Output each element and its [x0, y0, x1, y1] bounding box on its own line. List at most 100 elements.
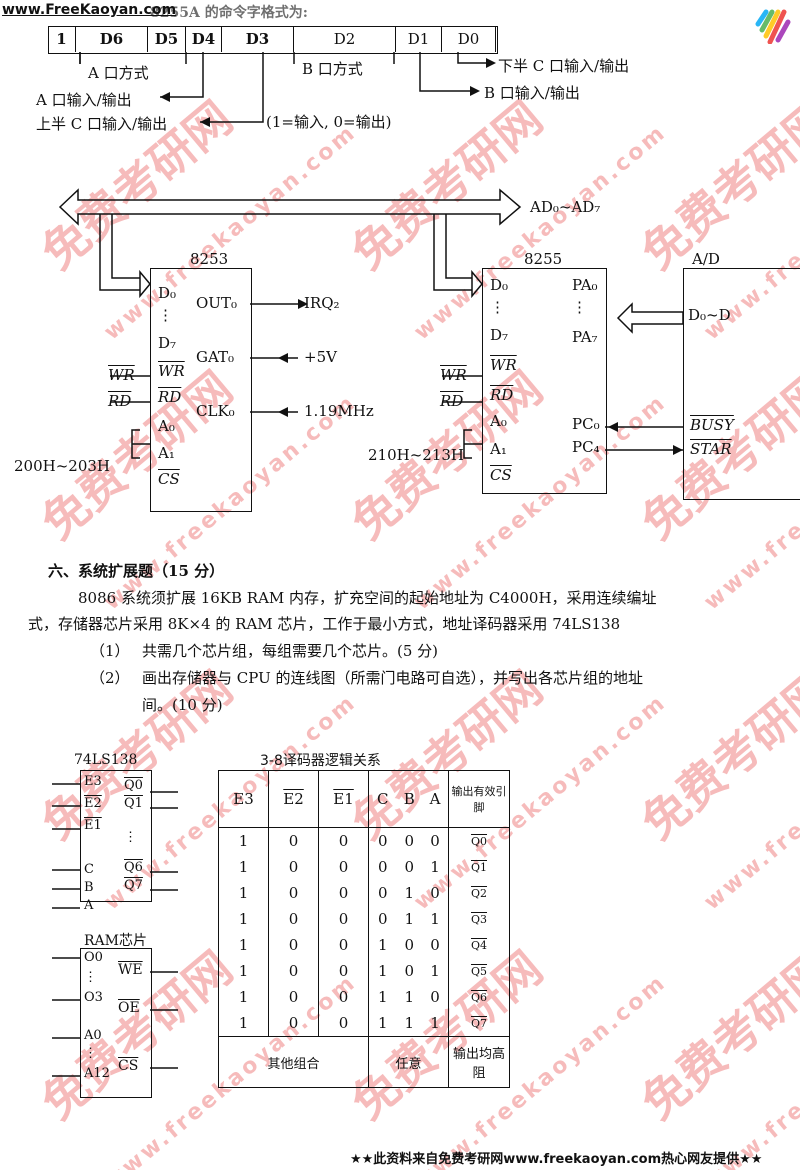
ad-pin-start: STAR	[690, 440, 732, 458]
ext-rd-8255: RD	[440, 392, 464, 410]
ls138-left-3: C	[84, 862, 94, 877]
c8255-left-pin-1: ⋮	[490, 298, 505, 316]
chip-74ls138	[80, 770, 152, 902]
table-cell: 1	[404, 884, 415, 902]
c8253-left-pin-0: D₀	[158, 284, 177, 302]
label-b-io: B 口输入/输出	[484, 84, 580, 102]
table-cell: 0	[268, 1010, 320, 1037]
ram-left-4: ⋮	[84, 1046, 97, 1061]
ls138-left-1: E2	[84, 796, 102, 811]
c8255-left-pin-2: D₇	[490, 326, 509, 344]
item-1-num: （1）	[90, 642, 130, 660]
c8255-left-pin-5: A₀	[490, 412, 507, 430]
label-a-io: A 口输入/输出	[36, 91, 132, 109]
ls138-left-4: B	[84, 880, 94, 895]
table-cell: 1	[422, 958, 450, 984]
table-cell: 0	[422, 932, 450, 958]
c8255-right-pin-1: ⋮	[572, 298, 587, 316]
addr-8253: 200H~203H	[14, 457, 110, 475]
ram-left-3: A0	[84, 1028, 102, 1043]
ls138-right-0: Q0	[124, 778, 143, 793]
table-cell: 0	[368, 906, 397, 932]
chip-ram	[80, 948, 152, 1098]
table-cell: 0	[422, 827, 450, 854]
c8253-left-pin-2: D₇	[158, 334, 177, 352]
footer-highz: 输出均高阻	[448, 1036, 510, 1088]
table-cell: Q5	[448, 958, 510, 984]
chip-ad	[683, 268, 800, 500]
ext-wr-8253: WR	[108, 366, 135, 384]
control-bit-d0: D0	[442, 26, 496, 52]
table-cell: 0	[318, 880, 370, 906]
th-output: 输出有效引脚	[448, 770, 510, 828]
c8255-left-pin-0: D₀	[490, 276, 509, 294]
table-cell: Q1	[448, 854, 510, 880]
control-bit-1: 1	[48, 26, 76, 52]
ram-left-5: A12	[84, 1066, 110, 1081]
ls138-right-3: Q6	[124, 860, 143, 875]
table-cell: 1	[217, 906, 270, 932]
label-b-mode: B 口方式	[302, 60, 363, 78]
ls138-left-5: A	[84, 898, 94, 913]
c8255-left-pin-7: CS	[490, 466, 512, 484]
c8253-left-pin-3: WR	[158, 362, 185, 380]
table-cell: 0	[318, 906, 370, 932]
table-cell: 0	[318, 1010, 370, 1037]
table-cell: 0	[422, 984, 450, 1010]
th-a: A	[422, 770, 450, 828]
control-bit-d2: D2	[294, 26, 396, 52]
ram-title: RAM芯片	[84, 933, 147, 949]
table-cell: Q4	[448, 932, 510, 958]
table-cell: 0	[318, 854, 370, 880]
c8253-left-pin-4: RD	[158, 388, 182, 406]
ls138-right-1: Q1	[124, 796, 143, 811]
table-cell: 1	[368, 984, 397, 1010]
table-cell: 1	[422, 906, 450, 932]
table-cell: 0	[268, 827, 320, 854]
question-heading: 六、系统扩展题（15 分）	[48, 562, 225, 580]
table-cell: 0	[368, 880, 397, 906]
table-cell: 0	[404, 936, 415, 954]
item-2-num: （2）	[90, 669, 130, 687]
ext-wr-8255: WR	[440, 366, 467, 384]
obscured-title: 8255A 的命令字格式为:	[150, 5, 308, 21]
ad-title: A/D	[692, 250, 720, 268]
ls138-title: 74LS138	[74, 752, 138, 768]
ram-left-1: ⋮	[84, 970, 97, 985]
table-cell: 0	[368, 827, 397, 854]
ram-right-1: OE	[118, 1000, 140, 1016]
c8255-left-pin-4: RD	[490, 386, 514, 404]
item-2-text: 画出存储器与 CPU 的连线图（所需门电路可自选），并写出各芯片组的地址	[142, 669, 643, 687]
table-cell: 0	[422, 880, 450, 906]
table-cell: Q7	[448, 1010, 510, 1037]
table-cell: 0	[318, 984, 370, 1010]
table-cell: Q3	[448, 906, 510, 932]
table-cell: 0	[318, 932, 370, 958]
c8255-right-pin-2: PA₇	[572, 328, 598, 346]
ram-left-0: O0	[84, 950, 103, 965]
ls138-right-4: Q7	[124, 878, 143, 893]
c8253-left-pin-5: A₀	[158, 417, 175, 435]
table-cell: Q0	[448, 827, 510, 854]
table-cell: 1	[404, 910, 415, 928]
label-io-note: (1=输入, 0=输出)	[266, 113, 392, 131]
item-2-cont: 间。(10 分)	[142, 696, 223, 714]
control-bit-d3: D3	[222, 26, 294, 52]
c8253-left-pin-1: ⋮	[158, 306, 173, 324]
table-cell: Q2	[448, 880, 510, 906]
table-cell: 1	[422, 854, 450, 880]
th-e1: E1	[318, 770, 370, 828]
question-line1: 8086 系统须扩展 16KB RAM 内存，扩充空间的起始地址为 C4000H…	[78, 589, 657, 607]
table-cell: 0	[268, 906, 320, 932]
site-header[interactable]: www.FreeKaoyan.com	[2, 2, 177, 18]
table-cell: 1	[217, 958, 270, 984]
control-bit-d1: D1	[396, 26, 442, 52]
